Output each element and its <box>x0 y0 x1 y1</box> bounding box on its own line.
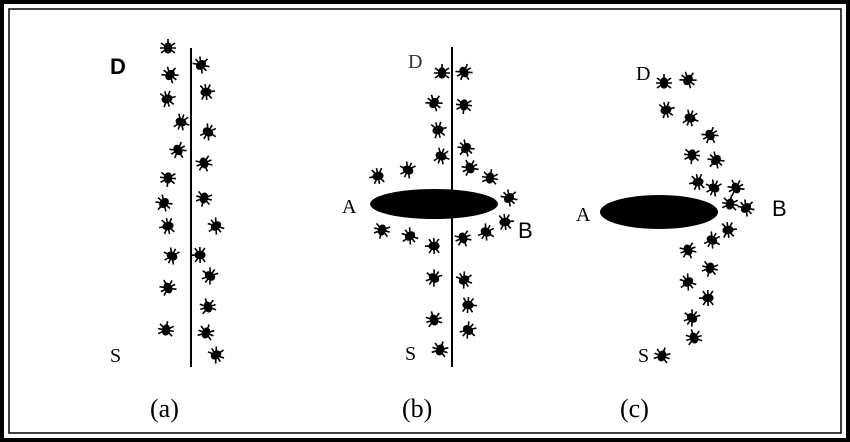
ant-icon <box>159 279 177 297</box>
ant-icon <box>721 194 739 211</box>
source-label: S <box>405 343 416 365</box>
ant-icon <box>498 213 515 231</box>
ant-icon <box>161 66 179 84</box>
ant-icon <box>500 189 518 207</box>
ant-icon <box>682 109 699 127</box>
destination-label: D <box>636 63 650 85</box>
ant-icon <box>173 113 190 131</box>
ant-icon <box>455 271 473 289</box>
ant-icon <box>160 39 176 54</box>
ant-icon <box>373 222 391 239</box>
source-label: S <box>110 345 121 367</box>
ant-icon <box>703 231 721 249</box>
ant-group-a <box>155 39 225 364</box>
ant-icon <box>159 90 176 108</box>
ant-icon <box>689 173 705 191</box>
ant-icon <box>683 148 701 165</box>
destination-label: D <box>408 51 422 73</box>
ant-icon <box>658 101 675 119</box>
obstacle <box>370 189 498 219</box>
ant-icon <box>190 246 206 264</box>
ant-icon <box>425 269 443 287</box>
ant-icon <box>679 242 697 259</box>
ant-icon <box>434 64 450 79</box>
ant-icon <box>199 83 216 101</box>
panel-caption: (b) <box>402 394 432 423</box>
panel-caption: (c) <box>620 394 649 423</box>
ant-icon <box>653 347 671 364</box>
ant-icon <box>481 168 499 185</box>
ant-icon <box>705 179 722 197</box>
ant-icon <box>399 161 416 179</box>
ant-icon <box>401 227 419 245</box>
left-label: A <box>576 204 591 226</box>
left-label: A <box>342 196 357 218</box>
ant-icon <box>201 267 219 285</box>
ant-icon <box>207 217 225 235</box>
ant-icon <box>454 230 472 247</box>
ant-icon <box>433 147 450 165</box>
ant-icon <box>159 217 175 235</box>
ant-icon <box>701 126 719 144</box>
ant-icon <box>163 247 180 265</box>
ant-icon <box>199 298 217 315</box>
ant-icon <box>455 63 473 81</box>
ant-icon <box>701 260 719 277</box>
ant-icon <box>369 167 385 185</box>
ant-icon <box>679 273 697 291</box>
ant-icon <box>698 289 714 307</box>
ant-icon <box>425 94 443 112</box>
ant-icon <box>207 346 225 364</box>
right-label: B <box>772 196 787 221</box>
ant-icon <box>727 179 745 197</box>
ant-icon <box>685 329 703 346</box>
ant-icon <box>737 199 755 217</box>
destination-label: D <box>110 54 126 79</box>
ant-icon <box>195 190 213 207</box>
ant-icon <box>425 311 443 328</box>
ant-icon <box>155 194 173 212</box>
ant-icon <box>159 171 177 188</box>
panel-c: D A B S (c) <box>576 63 787 423</box>
panel-a: D S (a) <box>110 39 225 423</box>
ant-icon <box>721 221 738 239</box>
ant-icon <box>199 123 217 141</box>
ant-icon <box>707 151 725 169</box>
ant-group-c <box>653 71 755 364</box>
ant-icon <box>424 237 440 255</box>
ant-group-b <box>369 63 518 358</box>
obstacle <box>600 195 718 229</box>
ant-icon <box>195 155 213 172</box>
ant-icon <box>461 159 479 177</box>
ant-icon <box>430 121 447 139</box>
ant-icon <box>455 98 473 115</box>
ant-icon <box>683 309 701 327</box>
ant-icon <box>431 341 449 358</box>
panel-b: D A B S (b) <box>342 47 533 423</box>
ant-icon <box>679 71 697 89</box>
ant-icon <box>169 141 187 159</box>
ant-icon <box>157 320 175 337</box>
ant-icon <box>656 74 672 89</box>
panel-caption: (a) <box>150 394 179 423</box>
ant-icon <box>461 296 478 314</box>
inner-border <box>8 8 842 434</box>
ant-icon <box>459 321 477 339</box>
right-label: B <box>518 218 533 243</box>
ant-icon <box>457 139 475 157</box>
ant-icon <box>477 223 495 241</box>
source-label: S <box>638 345 649 367</box>
ant-icon <box>197 324 215 341</box>
ant-icon <box>192 56 210 74</box>
